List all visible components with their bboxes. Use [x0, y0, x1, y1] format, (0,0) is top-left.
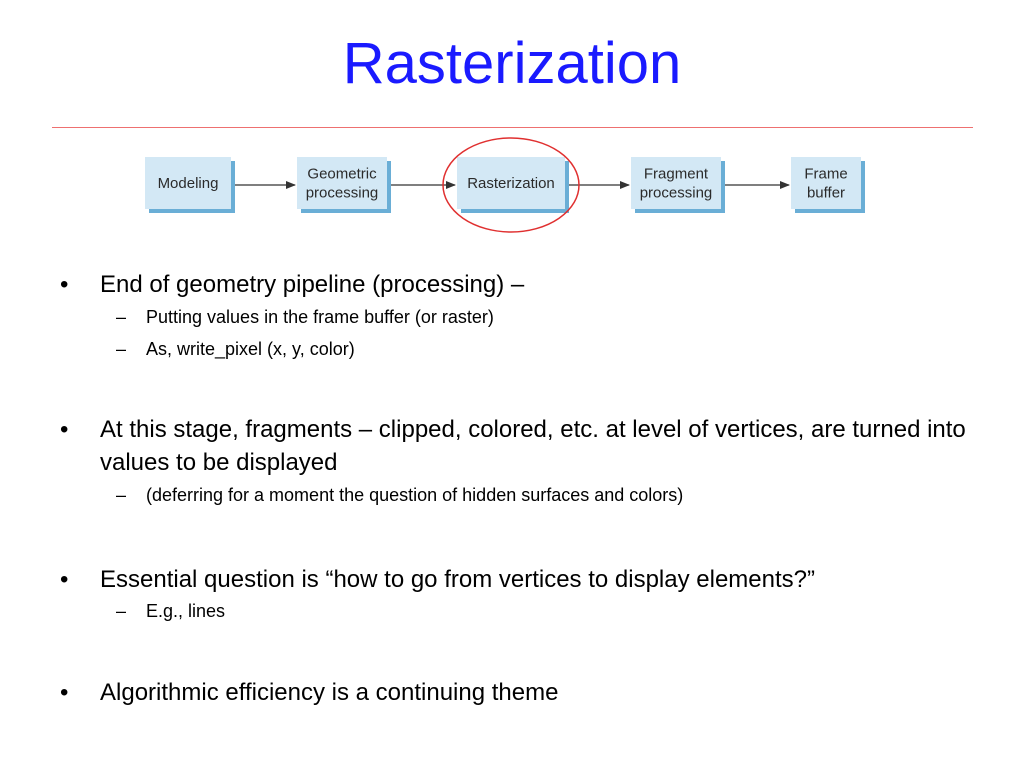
- sub-bullet-marker: –: [116, 307, 127, 327]
- sub-bullet-marker: –: [116, 601, 127, 621]
- bullet-item: • End of geometry pipeline (processing) –: [60, 268, 980, 301]
- stage-label: processing: [306, 185, 379, 202]
- stage-shadow: [635, 161, 725, 213]
- sub-bullet-text: Putting values in the frame buffer (or r…: [146, 307, 494, 327]
- stage-box: [297, 157, 387, 209]
- sub-bullet-text: E.g., lines: [146, 601, 226, 621]
- stage-shadow: [149, 161, 235, 213]
- stage-fragment-processing: Fragment processing: [631, 157, 725, 213]
- stage-box: [145, 157, 231, 209]
- bullet-item: • Essential question is “how to go from v…: [60, 563, 980, 596]
- stage-shadow: [461, 161, 569, 213]
- stage-label: Rasterization: [467, 175, 555, 192]
- stage-modeling: Modeling: [145, 157, 235, 213]
- title-divider: [52, 127, 973, 128]
- bullet-text: At this stage, fragments – clipped, colo…: [100, 416, 966, 476]
- stage-rasterization: Rasterization: [457, 157, 569, 213]
- stage-label: Modeling: [158, 175, 219, 192]
- stage-frame-buffer: Frame buffer: [791, 157, 865, 213]
- highlight-circle: [442, 137, 580, 233]
- sub-bullet-text: As, write_pixel (x, y, color): [146, 339, 355, 359]
- sub-bullet-marker: –: [116, 339, 127, 359]
- bullet-text: Essential question is “how to go from ve…: [100, 566, 815, 593]
- slide-title: Rasterization: [342, 31, 682, 96]
- stage-shadow: [301, 161, 391, 213]
- sub-bullet-item: –E.g., lines: [116, 598, 966, 624]
- sub-bullet-text: (deferring for a moment the question of …: [146, 485, 684, 505]
- sub-bullet-marker: –: [116, 485, 127, 505]
- stage-box: [631, 157, 721, 209]
- bullet-item: • At this stage, fragments – clipped, col…: [60, 413, 980, 479]
- stage-box: [791, 157, 861, 209]
- bullet-text: End of geometry pipeline (processing) –: [100, 271, 525, 298]
- stage-label: Fragment: [644, 166, 709, 183]
- bullet-item: • Algorithmic efficiency is a continuing …: [60, 676, 980, 709]
- stage-label: Frame: [804, 166, 847, 183]
- stage-label: Geometric: [307, 166, 377, 183]
- bullet-marker: •: [60, 416, 69, 443]
- bullet-text: Algorithmic efficiency is a continuing t…: [100, 679, 559, 706]
- stage-geometric-processing: Geometric processing: [297, 157, 391, 213]
- sub-bullet-item: –As, write_pixel (x, y, color): [116, 336, 966, 362]
- stage-shadow: [795, 161, 865, 213]
- stage-box: [457, 157, 565, 209]
- sub-bullet-item: –(deferring for a moment the question of…: [116, 482, 966, 508]
- stage-label: buffer: [807, 185, 845, 202]
- bullet-marker: •: [60, 566, 69, 593]
- bullet-marker: •: [60, 271, 69, 298]
- sub-bullet-item: –Putting values in the frame buffer (or …: [116, 304, 966, 330]
- stage-label: processing: [640, 185, 713, 202]
- bullet-marker: •: [60, 679, 69, 706]
